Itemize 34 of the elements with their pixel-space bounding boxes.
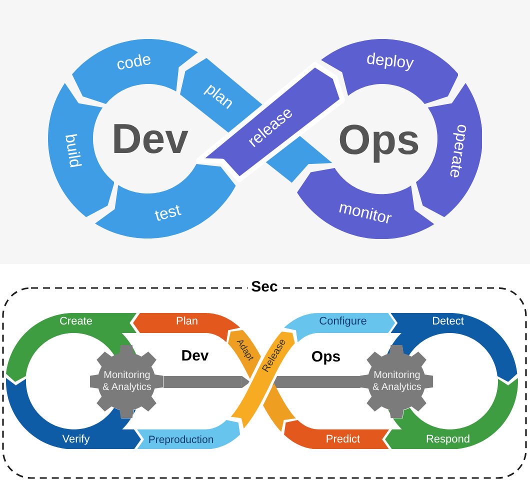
arrow-segment (297, 168, 435, 239)
loop-title: Ops (338, 119, 420, 161)
arrow-segment (262, 382, 296, 432)
stage-label: Create (59, 316, 92, 328)
loop-title: Dev (111, 118, 189, 160)
stage-label: test (153, 202, 183, 226)
gear-label: Monitoring & Analytics (372, 370, 422, 394)
arrow-segment (284, 420, 389, 449)
loop-title: Dev (181, 348, 209, 364)
stage-label: Respond (426, 434, 470, 446)
stage-label: code (116, 52, 153, 74)
stage-label: Verify (62, 434, 90, 446)
stage-label: Configure (319, 316, 367, 328)
stage-label: monitor (336, 200, 392, 228)
arrow-segment (95, 164, 236, 239)
stage-label: deploy (366, 52, 414, 72)
arrow-segment (72, 39, 198, 104)
stage-label: operate (446, 122, 471, 180)
arrow-segment (48, 83, 114, 218)
loop-title: Ops (311, 350, 341, 364)
gear (90, 345, 164, 419)
stage-label: Detect (432, 316, 464, 328)
gear-label: Monitoring & Analytics (102, 370, 152, 394)
arrow-segment (320, 39, 458, 104)
stage-label: Predict (326, 434, 360, 446)
stage-label: build (60, 133, 82, 169)
stage-label: plan (202, 81, 236, 113)
arrow (164, 376, 250, 388)
stage-label: Plan (176, 316, 198, 328)
gear (360, 345, 434, 419)
arrow-segment (137, 420, 240, 449)
connector-line (272, 376, 360, 388)
arrow-segment (284, 313, 395, 342)
stage-label: Preproduction (148, 434, 214, 446)
